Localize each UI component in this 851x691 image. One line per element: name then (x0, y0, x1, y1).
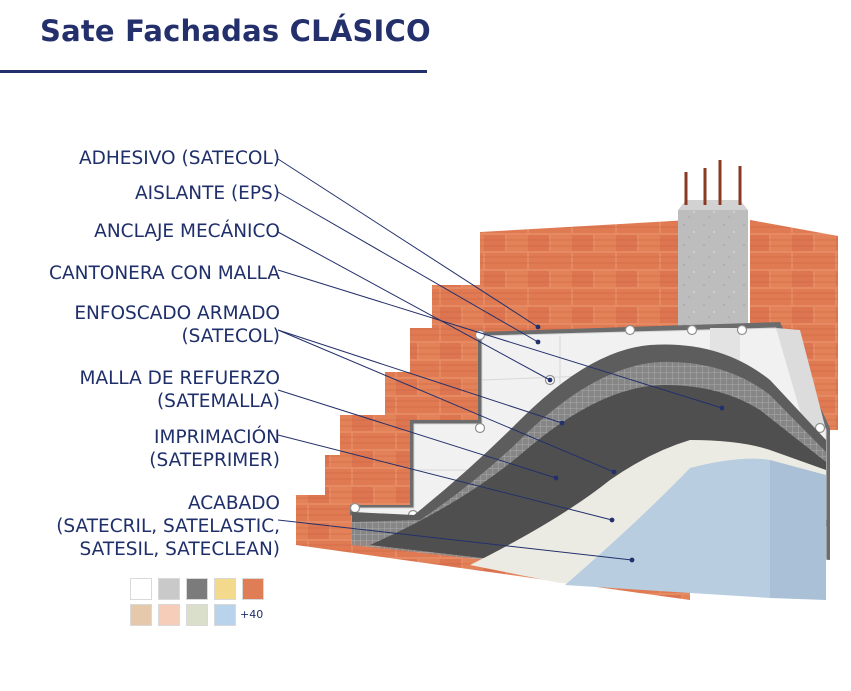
label-anclaje: ANCLAJE MECÁNICO (94, 221, 280, 242)
swatch (242, 578, 264, 600)
swatch (214, 578, 236, 600)
more-colors-label: +40 (240, 608, 264, 621)
page-title: Sate Fachadas CLÁSICO (40, 14, 431, 48)
label-aislante: AISLANTE (EPS) (135, 183, 280, 204)
label-enfoscado: ENFOSCADO ARMADO (SATECOL) (74, 303, 280, 347)
swatch (130, 604, 152, 626)
leader-lines (277, 158, 723, 561)
swatch (158, 604, 180, 626)
label-cantonera: CANTONERA CON MALLA (49, 263, 280, 284)
swatch (158, 578, 180, 600)
swatch (186, 578, 208, 600)
title-underline (0, 70, 427, 73)
swatch (214, 604, 236, 626)
swatch (186, 604, 208, 626)
label-adhesivo: ADHESIVO (SATECOL) (79, 148, 280, 169)
swatch (130, 578, 152, 600)
label-imprimacion: IMPRIMACIÓN (SATEPRIMER) (149, 427, 280, 471)
label-malla: MALLA DE REFUERZO (SATEMALLA) (79, 368, 280, 412)
finish-coat-layer (565, 458, 770, 598)
label-acabado: ACABADO (SATECRIL, SATELASTIC, SATESIL, … (56, 493, 280, 560)
